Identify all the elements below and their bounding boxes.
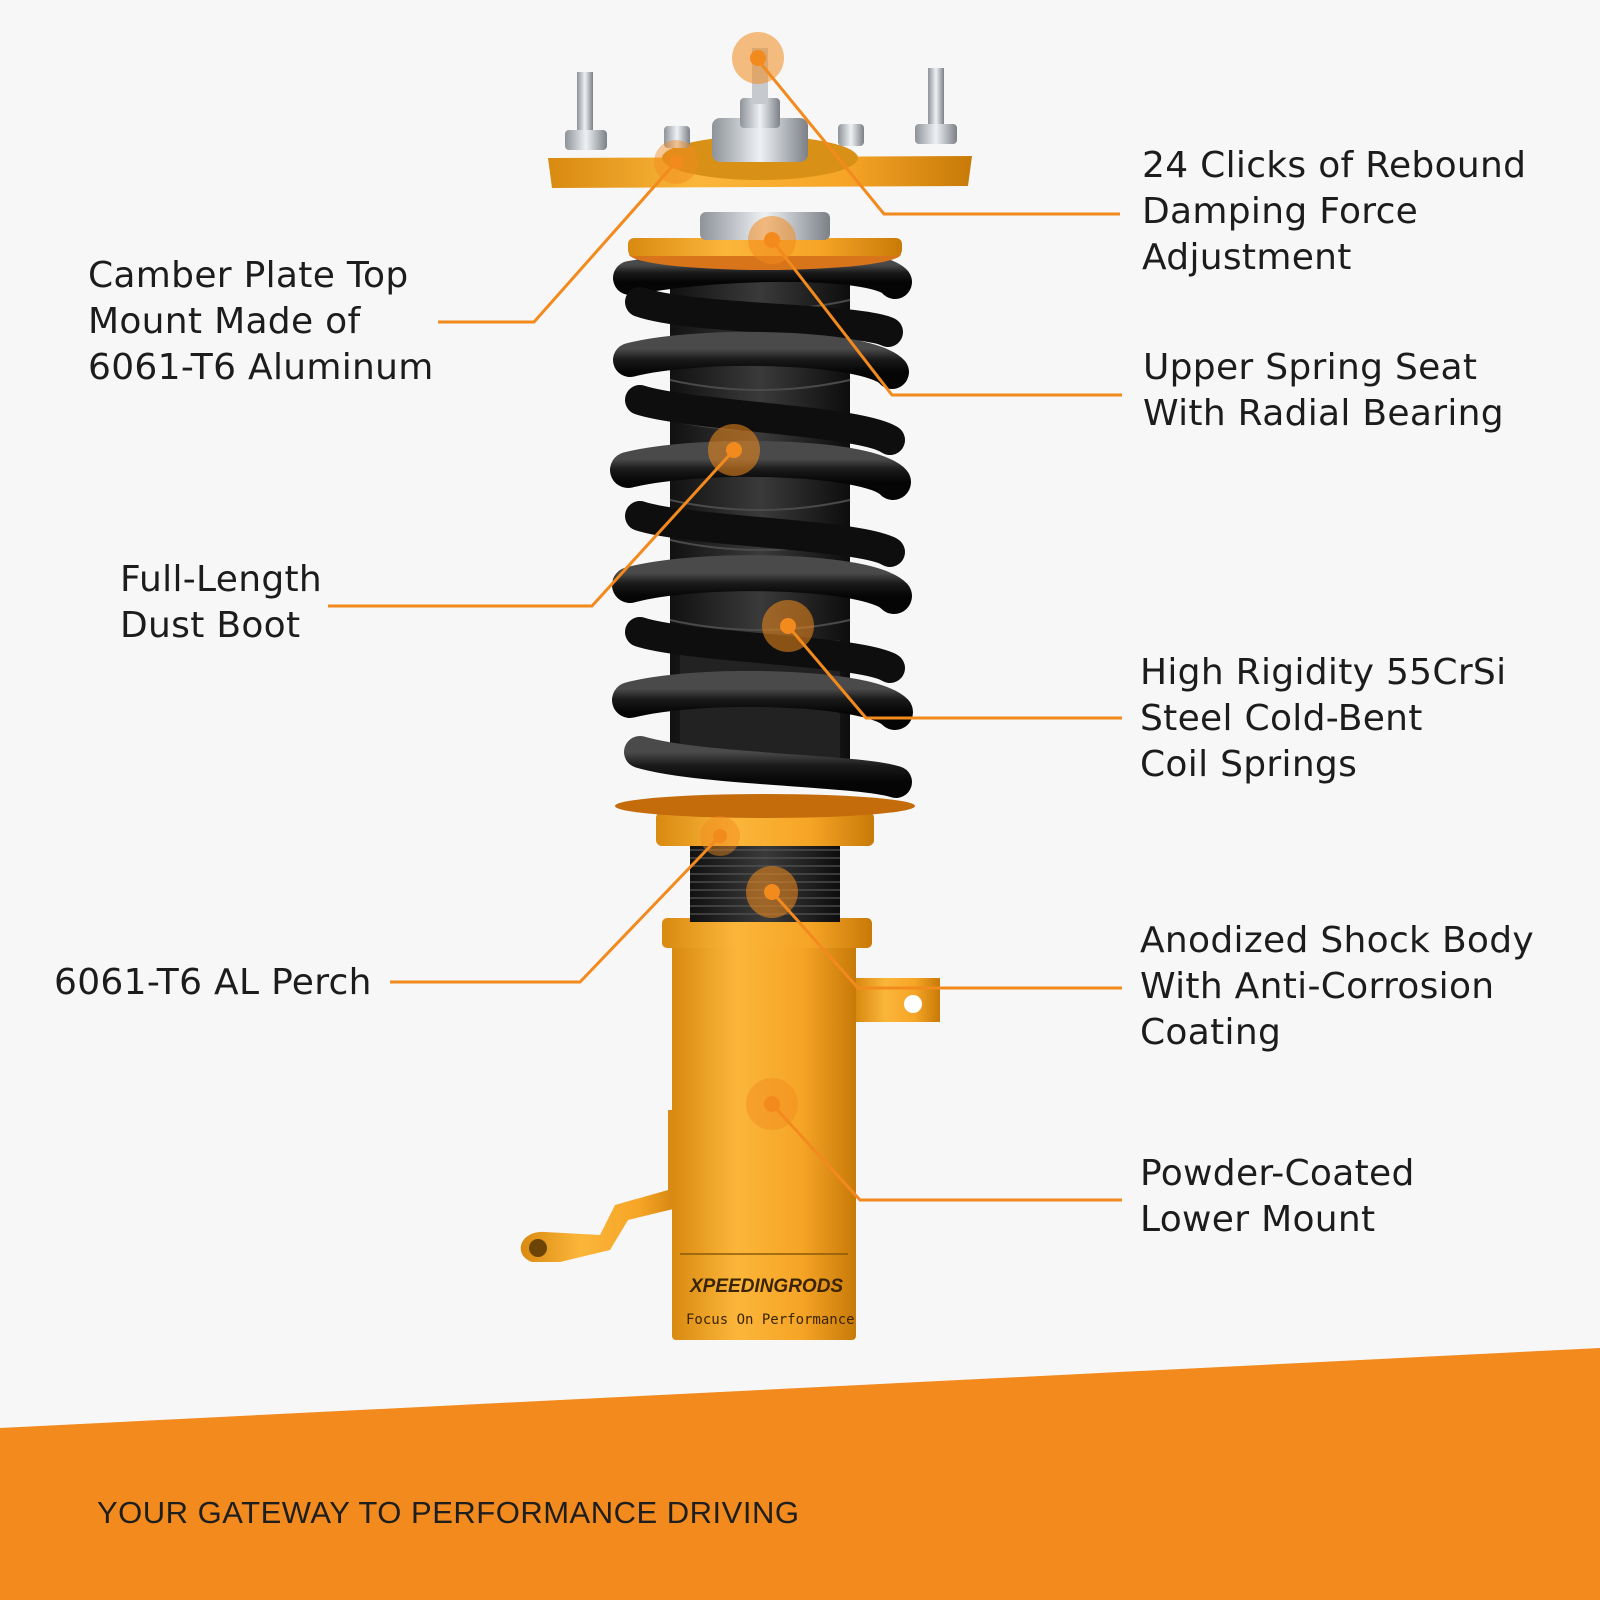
brand-logo: XPEEDINGRODS [689,1276,843,1297]
shock-tab-hole [904,995,922,1013]
callout-camber-plate: Camber Plate Top Mount Made of 6061-T6 A… [88,255,434,388]
lower-lock-ring [662,918,872,948]
brand-tagline: Focus On Performance [686,1312,855,1328]
spring-perch [615,794,915,846]
callout-shock-body: Anodized Shock Body With Anti-Corrosion … [1140,920,1535,1053]
callout-upper-spring-seat: Upper Spring Seat With Radial Bearing [1143,347,1504,434]
callout-dust-boot: Full-Length Dust Boot [120,559,323,646]
callout-perch: 6061-T6 AL Perch [54,962,372,1003]
shock-body: XPEEDINGRODS Focus On Performance [672,940,940,1340]
callout-coil-springs: High Rigidity 55CrSi Steel Cold-Bent Coi… [1140,652,1507,785]
footer-tagline: YOUR GATEWAY TO PERFORMANCE DRIVING [97,1495,800,1530]
lower-mount-bracket [520,1110,690,1262]
leader-lines [328,59,1122,1202]
camber-plate [548,48,972,188]
callout-markers [654,32,814,1130]
callout-rebound-adjustment: 24 Clicks of Rebound Damping Force Adjus… [1142,145,1527,278]
coil-spring [610,247,913,798]
callout-lower-mount: Powder-Coated Lower Mount [1140,1153,1415,1240]
footer-band [0,1348,1600,1600]
